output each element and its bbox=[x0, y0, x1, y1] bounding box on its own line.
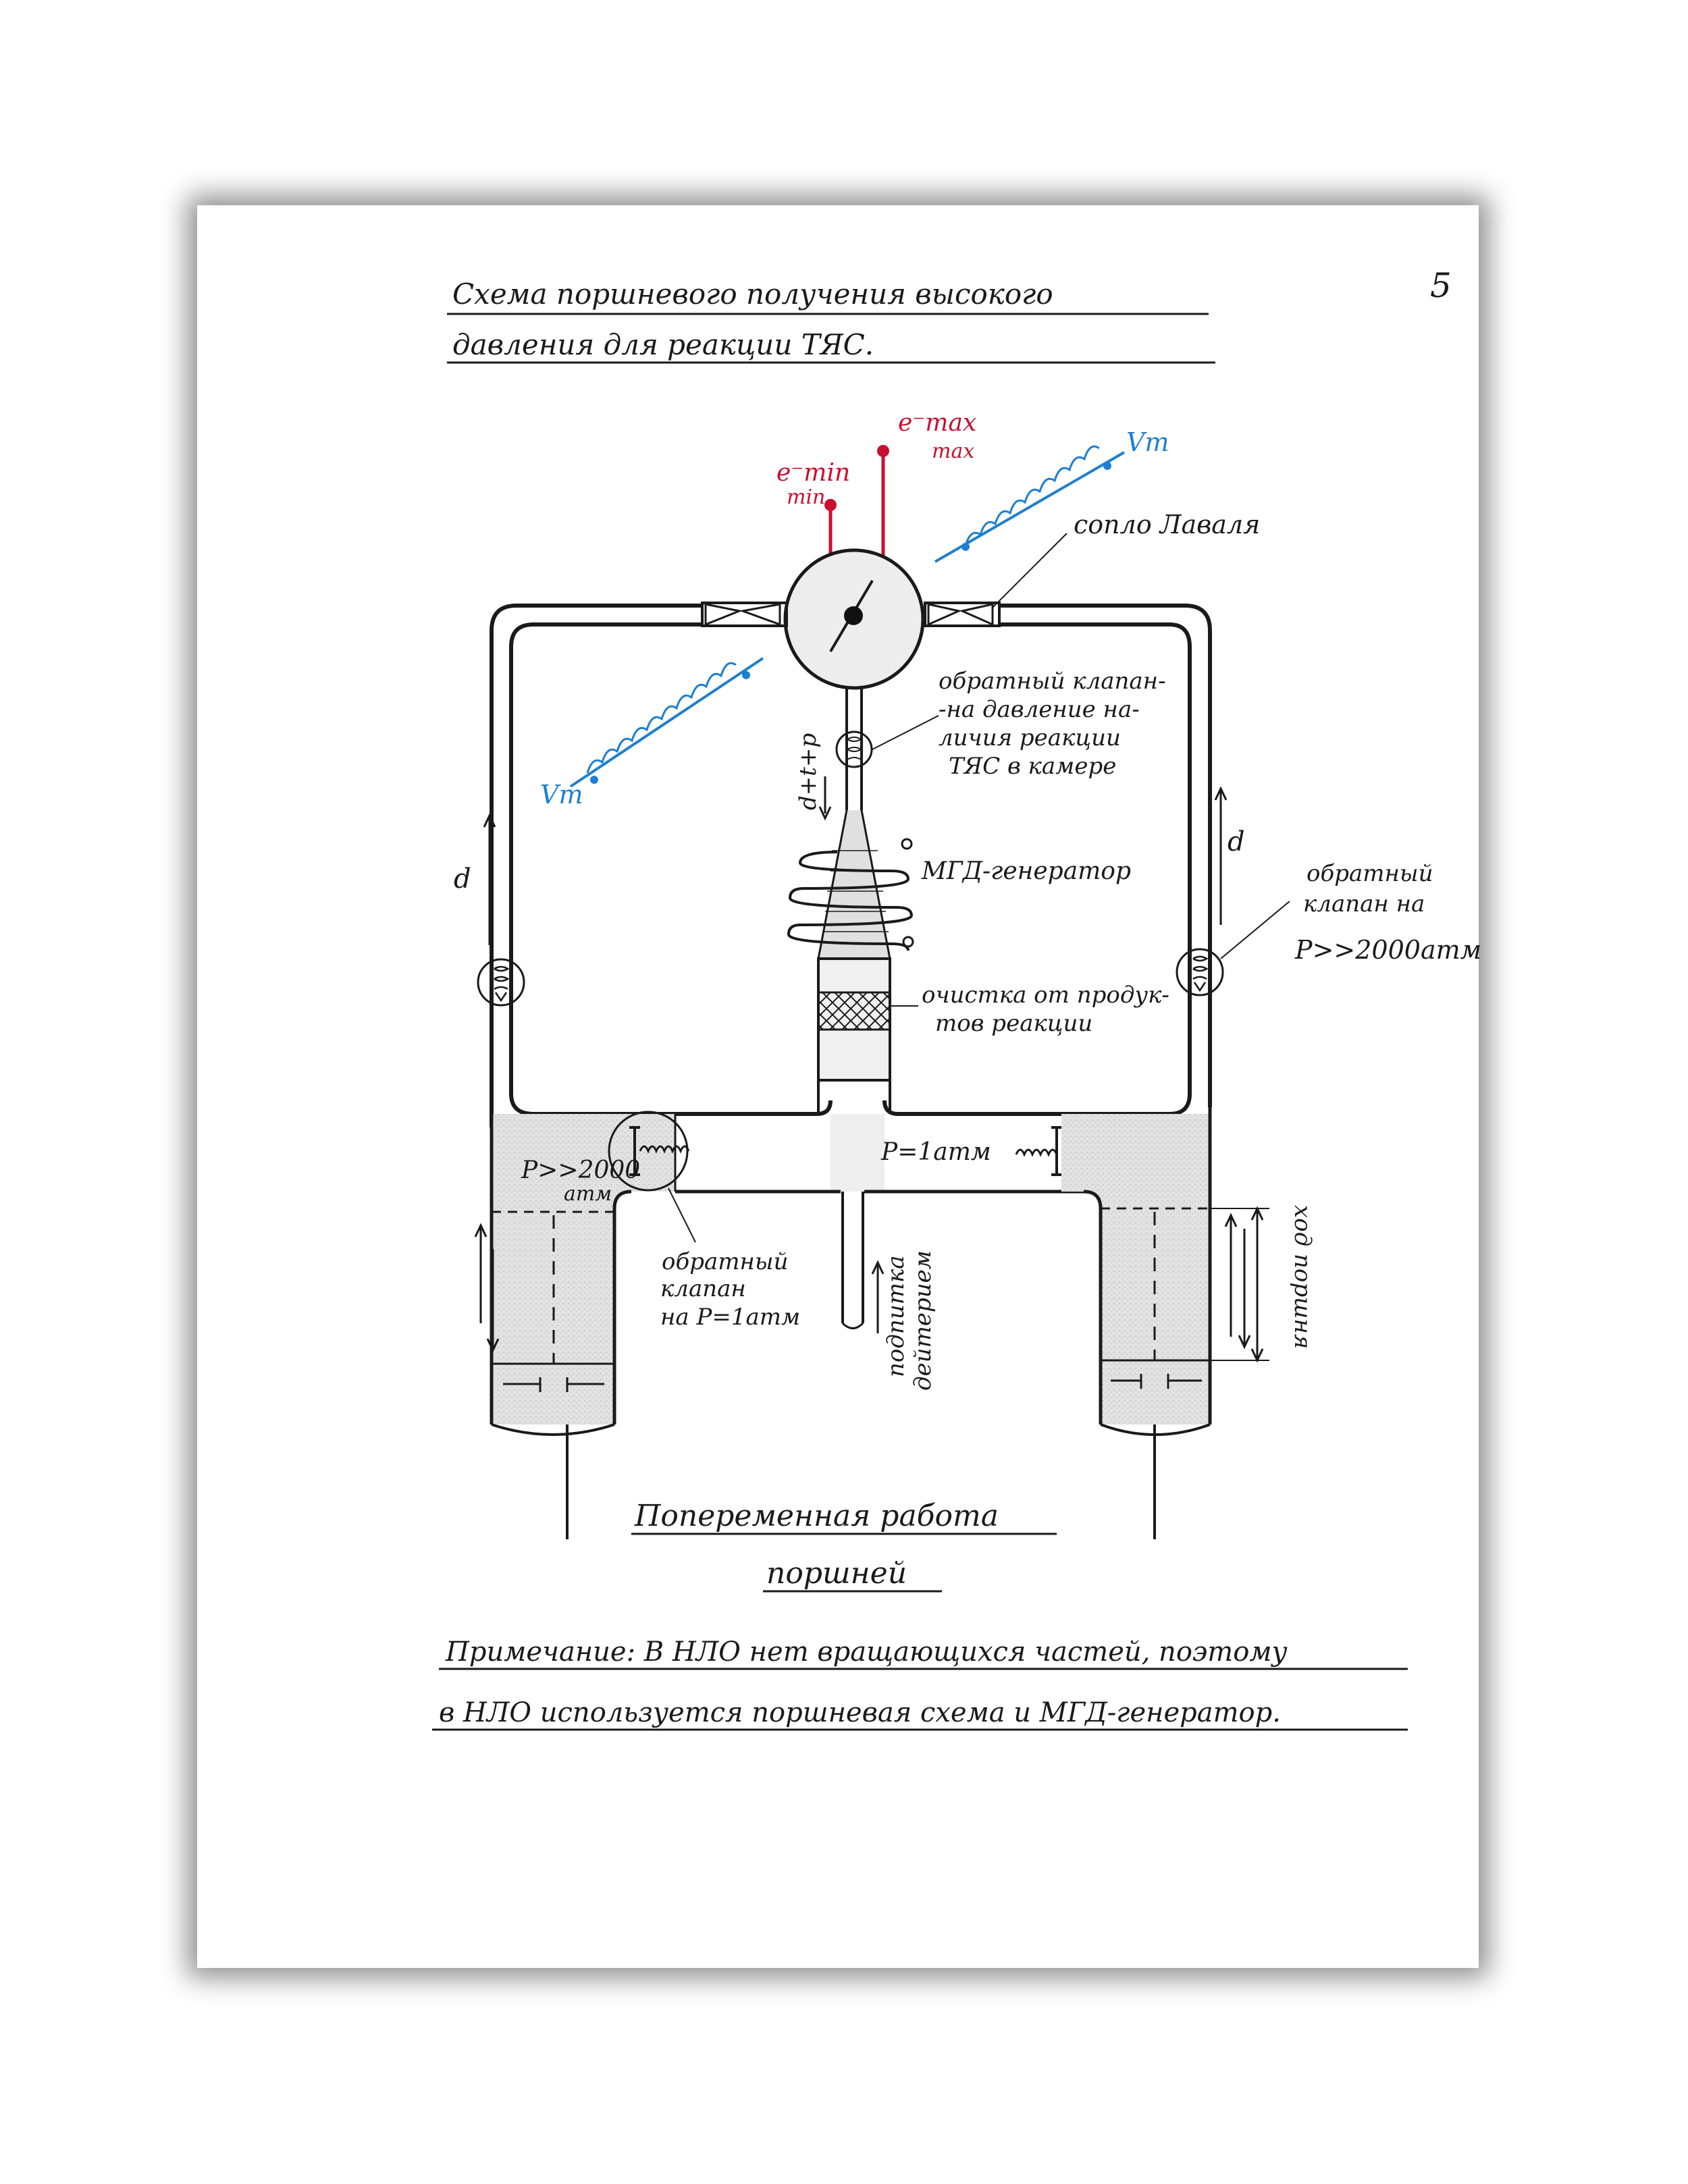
label-purification-2: тов реакции bbox=[935, 1010, 1092, 1037]
label-check-valve-reaction-1: обратный клапан- bbox=[939, 668, 1166, 695]
note-line-2: в НЛО используется поршневая схема и МГД… bbox=[439, 1697, 1281, 1728]
label-alternating-2: поршней bbox=[766, 1556, 907, 1591]
leader-check-valve-reaction bbox=[872, 715, 939, 750]
label-deuterium-feed-1: подпитка bbox=[882, 1255, 909, 1377]
laval-nozzle-right bbox=[924, 602, 1001, 627]
label-nozzle: сопло Лаваля bbox=[1074, 510, 1260, 539]
label-flow-right: d bbox=[1228, 826, 1245, 857]
title-line-2: давления для реакции ТЯС. bbox=[452, 328, 874, 361]
label-alternating-1: Попеременная работа bbox=[634, 1499, 999, 1533]
arrowhead-left-stroke-down bbox=[486, 1338, 500, 1353]
title-line-1: Схема поршневого получения высокого bbox=[452, 277, 1053, 311]
blue-coil-top bbox=[934, 445, 1126, 563]
label-check-valve-reaction-4: ТЯС в камере bbox=[949, 753, 1116, 780]
label-check-valve-right-3: P>>2000атм bbox=[1294, 935, 1481, 965]
label-deuterium-feed-2: дейтерием bbox=[909, 1250, 937, 1391]
label-purification-1: очистка от продук- bbox=[922, 982, 1169, 1009]
arrowhead-flow-right bbox=[1214, 786, 1228, 801]
pipe-bottom-inner bbox=[509, 1093, 1192, 1116]
label-pressure-2000-1: P>>2000 bbox=[521, 1156, 640, 1184]
reaction-chamber bbox=[783, 548, 925, 690]
paper-sheet bbox=[197, 205, 1479, 1968]
label-v-top: Vт bbox=[1126, 427, 1169, 457]
label-e-min: e⁻min bbox=[776, 459, 850, 487]
label-check-valve-left-3: на P=1атм bbox=[660, 1304, 800, 1331]
pipe-loop-outer bbox=[490, 604, 1212, 1127]
label-e-max-sub: max bbox=[932, 440, 974, 463]
label-check-valve-reaction-2: -на давление на- bbox=[939, 696, 1140, 723]
piston-stroke-dimension bbox=[1210, 1206, 1269, 1363]
label-pressure-1atm: P=1атм bbox=[880, 1138, 991, 1166]
blue-coil-left bbox=[569, 657, 764, 788]
central-pipe bbox=[835, 687, 873, 810]
label-check-valve-left-1: обратный bbox=[662, 1248, 788, 1275]
check-valve-left-pipe bbox=[477, 958, 525, 1007]
label-mhd-generator: МГД-генератор bbox=[921, 857, 1131, 885]
check-valve-manifold-left bbox=[608, 1111, 690, 1192]
leader-nozzle bbox=[992, 533, 1067, 608]
label-pressure-2000-2: атм bbox=[564, 1182, 612, 1206]
arrowhead-right-stroke-down bbox=[1238, 1335, 1251, 1350]
label-check-valve-reaction-3: личия реакции bbox=[939, 724, 1121, 751]
label-check-valve-left-2: клапан bbox=[660, 1275, 746, 1302]
page-number: 5 bbox=[1430, 266, 1452, 305]
label-e-min-sub: min bbox=[787, 485, 825, 509]
laval-nozzle-left bbox=[701, 602, 788, 627]
check-valve-right-pipe bbox=[1176, 948, 1224, 996]
arrowhead-flow-center bbox=[818, 806, 832, 821]
label-flow-center: d+t+p bbox=[795, 733, 822, 810]
arrowhead-left-stroke-up bbox=[474, 1223, 487, 1237]
arrowhead-right-stroke-up bbox=[1224, 1213, 1238, 1227]
leader-check-valve-right bbox=[1220, 901, 1290, 959]
pipe-loop-inner bbox=[509, 622, 1192, 1094]
note-line-1: Примечание: В НЛО нет вращающихся частей… bbox=[445, 1636, 1288, 1668]
mhd-generator bbox=[787, 809, 914, 960]
check-valve-manifold-right bbox=[1015, 1126, 1062, 1176]
label-piston-stroke: ход поршня bbox=[1289, 1205, 1316, 1349]
deuterium-feed-pipe bbox=[841, 1192, 885, 1333]
arrowhead-flow-left bbox=[483, 813, 496, 828]
leader-check-valve-left bbox=[668, 1188, 696, 1243]
label-check-valve-right-2: клапан на bbox=[1303, 890, 1425, 917]
manifold bbox=[614, 1114, 1084, 1194]
label-flow-left: d bbox=[454, 863, 471, 895]
left-cylinder bbox=[490, 1114, 675, 1539]
right-cylinder bbox=[1061, 1107, 1212, 1539]
label-e-max: e⁻max bbox=[898, 409, 976, 437]
label-v-left: Vт bbox=[540, 780, 583, 809]
label-check-valve-right-1: обратный bbox=[1307, 860, 1433, 887]
purification-filter bbox=[817, 957, 891, 1114]
